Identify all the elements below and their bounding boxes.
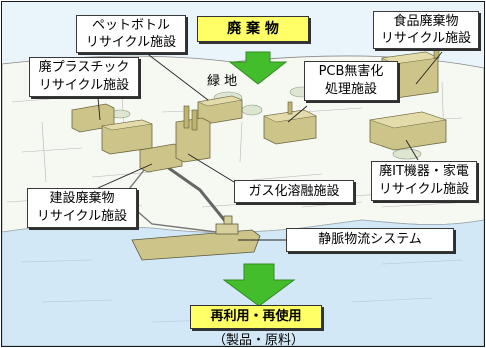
ship bbox=[131, 215, 261, 261]
waste-source-text: 廃 棄 物 bbox=[227, 21, 279, 37]
leader-lines bbox=[97, 51, 443, 241]
plastic-recycling-label: 廃プラスチック リサイクル施設 bbox=[29, 57, 139, 97]
gasification-label: ガス化溶融施設 bbox=[234, 180, 354, 203]
pcb-treatment-label: PCB無害化 処理施設 bbox=[304, 61, 398, 101]
reverse-logistics-label: 静脈物流システム bbox=[286, 228, 454, 252]
pet-recycling-label: ペットボトル リサイクル施設 bbox=[76, 15, 186, 53]
building-roofs bbox=[101, 51, 447, 131]
road bbox=[121, 159, 233, 235]
food-recycling-label: 食品廃棄物 リサイクル施設 bbox=[373, 11, 479, 49]
it-appliance-recycling-label: 廃IT機器・家電 リサイクル施設 bbox=[371, 161, 477, 201]
construction-recycling-label: 建設廃棄物 リサイクル施設 bbox=[27, 188, 137, 228]
pipeline bbox=[159, 160, 236, 233]
reuse-output-note: （製品・原料） bbox=[213, 333, 305, 347]
green-space-label: 緑 地 bbox=[207, 74, 238, 89]
down-arrow-icon bbox=[222, 263, 296, 307]
waste-source-label: 廃 棄 物 bbox=[197, 16, 309, 42]
reuse-output-label: 再利用・再使用 bbox=[190, 305, 322, 329]
down-arrow-icon bbox=[228, 51, 288, 85]
gas-plant bbox=[175, 117, 211, 163]
